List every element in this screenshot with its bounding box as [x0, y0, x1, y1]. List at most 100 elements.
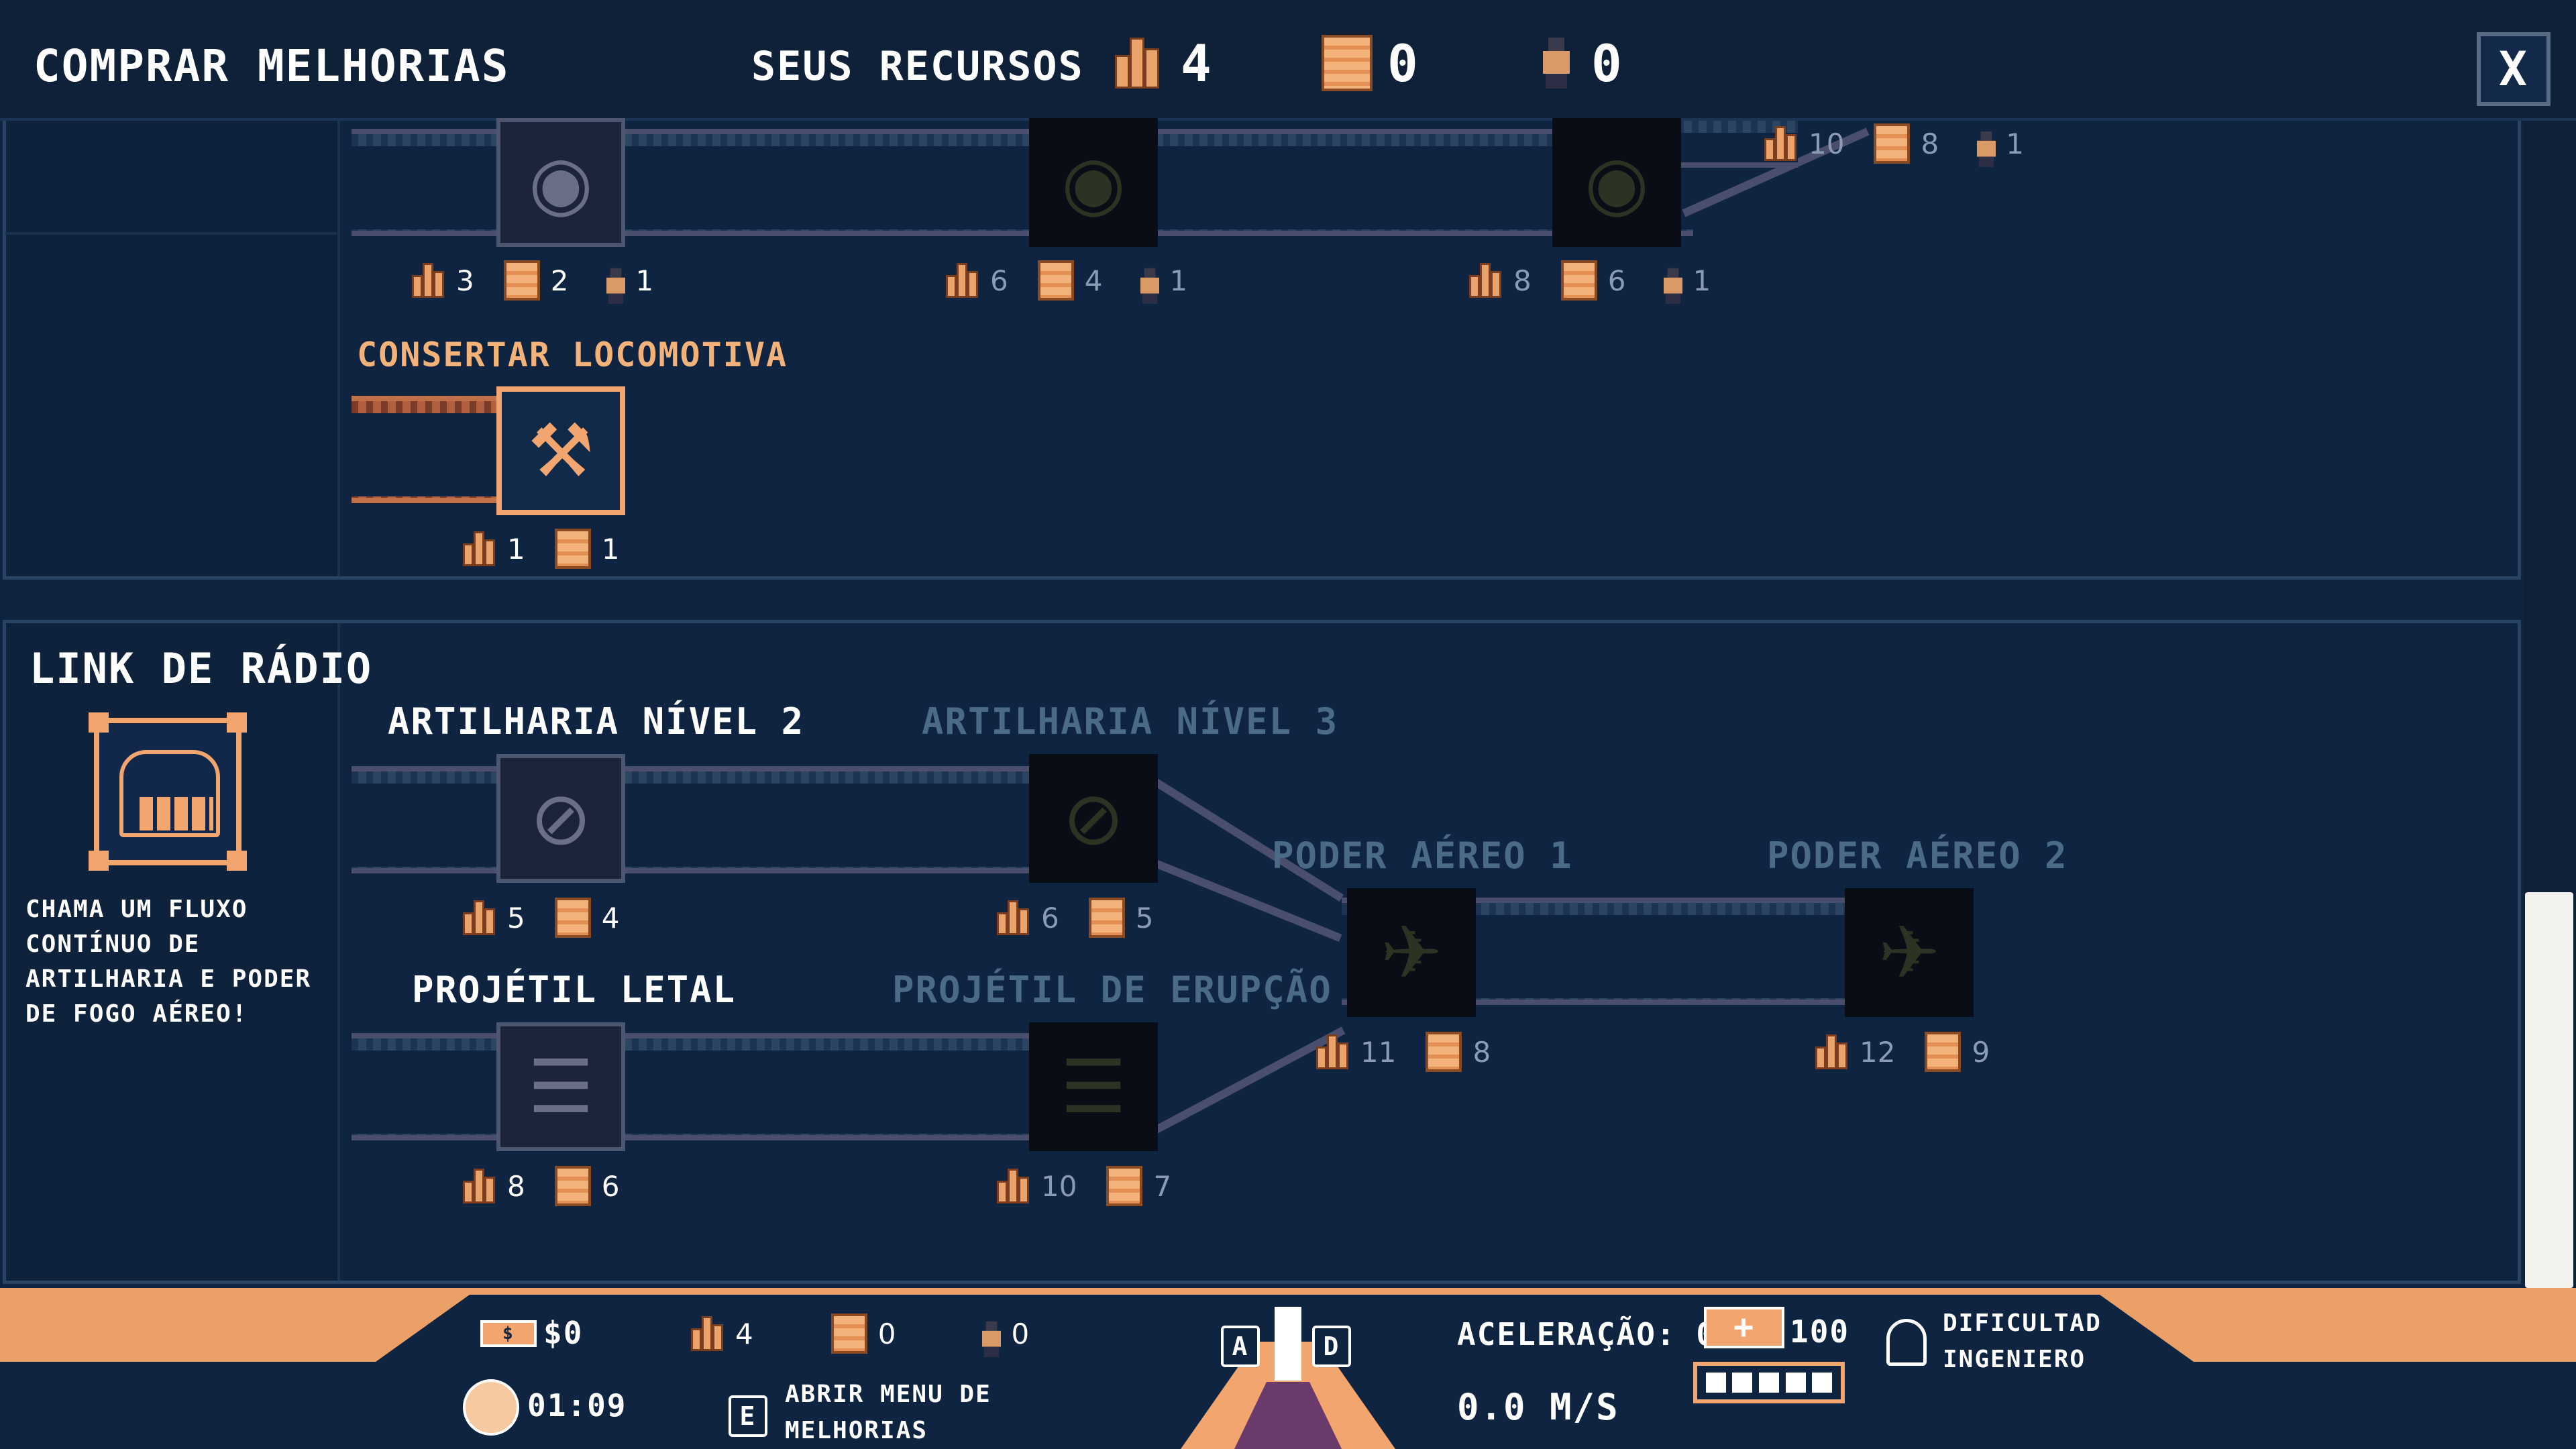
upgrade-node-artillery-3[interactable]: ⊘: [1029, 754, 1158, 883]
wood-icon: [1106, 1166, 1143, 1206]
worker-icon: [1972, 131, 1996, 167]
cost-air-power-1: 11 8: [1316, 1030, 1509, 1073]
wood-icon: [1925, 1032, 1962, 1072]
difficulty-icon: [1886, 1319, 1927, 1366]
airplane-icon: ✈: [1380, 910, 1443, 996]
metal-icon: [1115, 38, 1166, 89]
resources-label: Seus Recursos: [751, 43, 1084, 90]
upgrade-node-loco-3[interactable]: ◉: [1552, 118, 1681, 247]
metal-icon: [463, 531, 496, 566]
upgrade-node-air-power-1[interactable]: ✈: [1347, 888, 1476, 1017]
metal-icon: [412, 263, 445, 298]
wood-icon: [554, 898, 591, 938]
wood-icon: [554, 1166, 591, 1206]
speed-readout: 0.0 m/s: [1457, 1386, 1619, 1428]
scrollbar-thumb[interactable]: [2525, 892, 2573, 1288]
key-e-icon: E: [729, 1395, 767, 1437]
metal-icon: [1469, 263, 1503, 298]
metal-icon: [1316, 1034, 1350, 1069]
metal-icon: [997, 1169, 1030, 1203]
artillery-icon: ⊘: [529, 775, 592, 861]
artillery-level-2-label: Artilharia Nível 2: [388, 700, 805, 743]
header-metal-count: 4: [1181, 33, 1213, 93]
acceleration-readout: Aceleração: 0: [1457, 1316, 1717, 1352]
cost-loco-4: 10 8 1: [1764, 122, 2043, 167]
open-upgrades-hint: Abrir menu de melhorias: [785, 1381, 991, 1444]
track-artillery: [352, 766, 1036, 873]
upgrade-node-lethal-projectile[interactable]: ☰: [496, 1022, 625, 1151]
wood-icon: [1874, 123, 1911, 164]
tank-icon: ◉: [529, 140, 593, 225]
wrench-icon: ⚒: [527, 408, 594, 494]
track-repair: [352, 396, 499, 503]
clock-icon: [463, 1379, 519, 1436]
close-button[interactable]: X: [2477, 32, 2551, 106]
locomotive-lever[interactable]: [1275, 1307, 1301, 1381]
radio-link-panel: [3, 620, 2521, 1284]
wood-icon: [1088, 898, 1125, 938]
health-icon: +: [1704, 1307, 1784, 1348]
header-metal-resource: 4: [1115, 33, 1213, 93]
tank-icon: ◉: [1061, 140, 1126, 225]
cost-eruption-projectile: 10 7: [997, 1165, 1190, 1208]
worker-icon: [1536, 38, 1576, 89]
upgrade-node-artillery-2[interactable]: ⊘: [496, 754, 625, 883]
eruption-projectile-label: Projétil de Erupção: [892, 969, 1332, 1011]
metal-icon: [946, 263, 979, 298]
cost-artillery-3: 6 5: [997, 896, 1172, 939]
cost-loco-2: 6 4 1: [946, 259, 1206, 304]
projectile-icon: ☰: [527, 1044, 594, 1130]
cost-loco-3: 8 6 1: [1469, 259, 1729, 304]
cost-loco-1: 3 2 1: [412, 259, 672, 304]
metal-icon: [463, 1169, 496, 1203]
key-d-icon: D: [1312, 1326, 1351, 1367]
worker-icon: [602, 268, 626, 304]
metal-icon: [997, 900, 1030, 935]
lethal-projectile-label: Projétil Letal: [412, 969, 737, 1011]
header-bar: Comprar Melhorias Seus Recursos 4 0 0 X: [0, 0, 2576, 121]
page-title: Comprar Melhorias: [34, 40, 510, 92]
air-power-2-label: Poder Aéreo 2: [1767, 835, 2068, 877]
radio-link-description: Chama um fluxo contínuo de artilharia e …: [25, 896, 312, 1028]
difficulty-label: Dificultad Ingeniero: [1943, 1309, 2102, 1373]
upgrade-node-loco-2[interactable]: ◉: [1029, 118, 1158, 247]
wood-icon: [1426, 1032, 1462, 1072]
metal-icon: [1764, 126, 1798, 161]
repair-locomotive-label: Consertar Locomotiva: [357, 335, 788, 374]
upgrade-node-repair[interactable]: ⚒: [496, 386, 625, 515]
cost-air-power-2: 12 9: [1815, 1030, 2008, 1073]
money-icon: $: [480, 1320, 537, 1347]
key-a-icon: A: [1221, 1326, 1260, 1367]
hud-resources: 4 0 0: [691, 1312, 1048, 1357]
locomotive-sidebar: [6, 121, 340, 576]
header-wood-count: 0: [1387, 33, 1419, 93]
artillery-level-3-label: Artilharia Nível 3: [922, 700, 1339, 743]
projectile-icon: ☰: [1060, 1044, 1127, 1130]
upgrade-node-eruption-projectile[interactable]: ☰: [1029, 1022, 1158, 1151]
health-value: 100: [1790, 1313, 1850, 1350]
header-wood-resource: 0: [1322, 33, 1419, 93]
upgrade-node-loco-1[interactable]: ◉: [496, 118, 625, 247]
cost-lethal-projectile: 8 6: [463, 1165, 638, 1208]
sidebar-divider: [5, 232, 337, 235]
worker-icon: [1136, 268, 1160, 304]
radio-link-title: Link de Rádio: [30, 644, 373, 693]
tank-icon: ◉: [1585, 140, 1649, 225]
artillery-icon: ⊘: [1062, 775, 1125, 861]
wood-icon: [1560, 260, 1597, 301]
header-worker-count: 0: [1591, 33, 1623, 93]
wood-icon: [554, 529, 591, 569]
track-projectile: [352, 1033, 1036, 1140]
hud-time: 01:09: [527, 1387, 627, 1424]
cost-artillery-2: 5 4: [463, 896, 638, 939]
worker-icon: [977, 1321, 1002, 1357]
cost-repair: 1 1: [463, 527, 638, 570]
header-worker-resource: 0: [1536, 33, 1623, 93]
metal-icon: [463, 900, 496, 935]
wood-icon: [830, 1313, 867, 1354]
wood-icon: [1037, 260, 1074, 301]
metal-icon: [691, 1316, 724, 1351]
hud-money: $0: [543, 1315, 584, 1351]
radio-icon[interactable]: [89, 712, 247, 871]
upgrade-node-air-power-2[interactable]: ✈: [1845, 888, 1974, 1017]
